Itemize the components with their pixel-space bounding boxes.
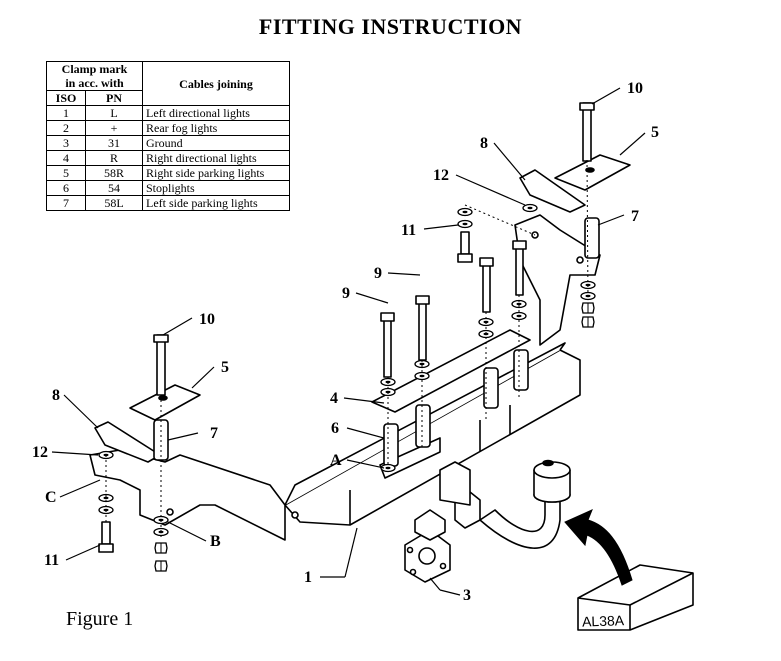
tow-ball: [533, 459, 571, 503]
bolt-9c: [479, 257, 494, 313]
callout-4: 4: [330, 390, 338, 407]
callout-11-right: 11: [401, 222, 416, 239]
clamp-mark-header: Clamp mark in acc. with: [46, 61, 143, 91]
pn-header: PN: [85, 90, 143, 106]
callout-10-right: 10: [627, 80, 643, 97]
callout-7-right: 7: [631, 208, 639, 225]
iso-cell: 7: [46, 195, 86, 211]
spacer-right: [584, 217, 600, 259]
bracket-left: [89, 449, 299, 541]
callout-6: 6: [331, 420, 339, 437]
spacer-6a: [383, 423, 399, 467]
figure-caption: Figure 1: [66, 608, 134, 630]
direction-arrow: [564, 509, 633, 586]
callout-9a: 9: [374, 265, 382, 282]
clamp-right: [519, 169, 586, 213]
bracket-4: [371, 329, 531, 413]
desc-cell: Right side parking lights: [142, 165, 290, 181]
clamp-mark-header-line1: Clamp mark: [61, 62, 128, 76]
desc-cell: Right directional lights: [142, 150, 290, 166]
callout-b: B: [210, 533, 221, 550]
callout-11-left: 11: [44, 552, 59, 569]
callout-1: 1: [304, 569, 312, 586]
bolt-9a: [380, 312, 395, 378]
bolt-long-left: [153, 334, 169, 396]
callout-5-right: 5: [651, 124, 659, 141]
desc-cell: Left side parking lights: [142, 195, 290, 211]
tow-ball-neck: [479, 494, 561, 549]
pn-cell: 54: [85, 180, 143, 196]
callout-a: A: [330, 452, 342, 469]
bolt-9b: [415, 295, 430, 361]
bolt-short-right: [457, 231, 473, 263]
callout-c: C: [45, 489, 57, 506]
callout-9b: 9: [342, 285, 350, 302]
table-row: 6 54 Stoplights: [46, 180, 290, 196]
cables-joining-header: Cables joining: [142, 61, 290, 106]
callout-12-right: 12: [433, 167, 449, 184]
table-row: 7 58L Left side parking lights: [46, 195, 290, 211]
al38a-label: AL38A: [582, 612, 625, 629]
table-row: 3 31 Ground: [46, 135, 290, 151]
clamp-mark-header-line2: in acc. with: [65, 76, 124, 90]
spacer-d: [513, 349, 529, 391]
bolt-short-left: [98, 521, 114, 553]
bracket-right: [514, 214, 601, 346]
spacer-c: [483, 367, 499, 409]
desc-cell: Ground: [142, 135, 290, 151]
al38a-box: [577, 564, 694, 631]
callout-7-left: 7: [210, 425, 218, 442]
desc-cell: Stoplights: [142, 180, 290, 196]
pn-cell: 58L: [85, 195, 143, 211]
callout-12-left: 12: [32, 444, 48, 461]
bolt-long-right: [579, 102, 595, 162]
spacer-6b: [415, 404, 431, 448]
table-row: 4 R Right directional lights: [46, 150, 290, 166]
callout-8-right: 8: [480, 135, 488, 152]
leader-lines: [51, 87, 646, 596]
page-title: FITTING INSTRUCTION: [258, 14, 523, 39]
pn-cell: 31: [85, 135, 143, 151]
callout-8-left: 8: [52, 387, 60, 404]
cables-joining-table: Clamp mark in acc. with Cables joining I…: [46, 61, 290, 211]
callout-10-left: 10: [199, 311, 215, 328]
callout-3: 3: [463, 587, 471, 604]
callout-5-left: 5: [221, 359, 229, 376]
alignment-lines: [105, 159, 589, 540]
